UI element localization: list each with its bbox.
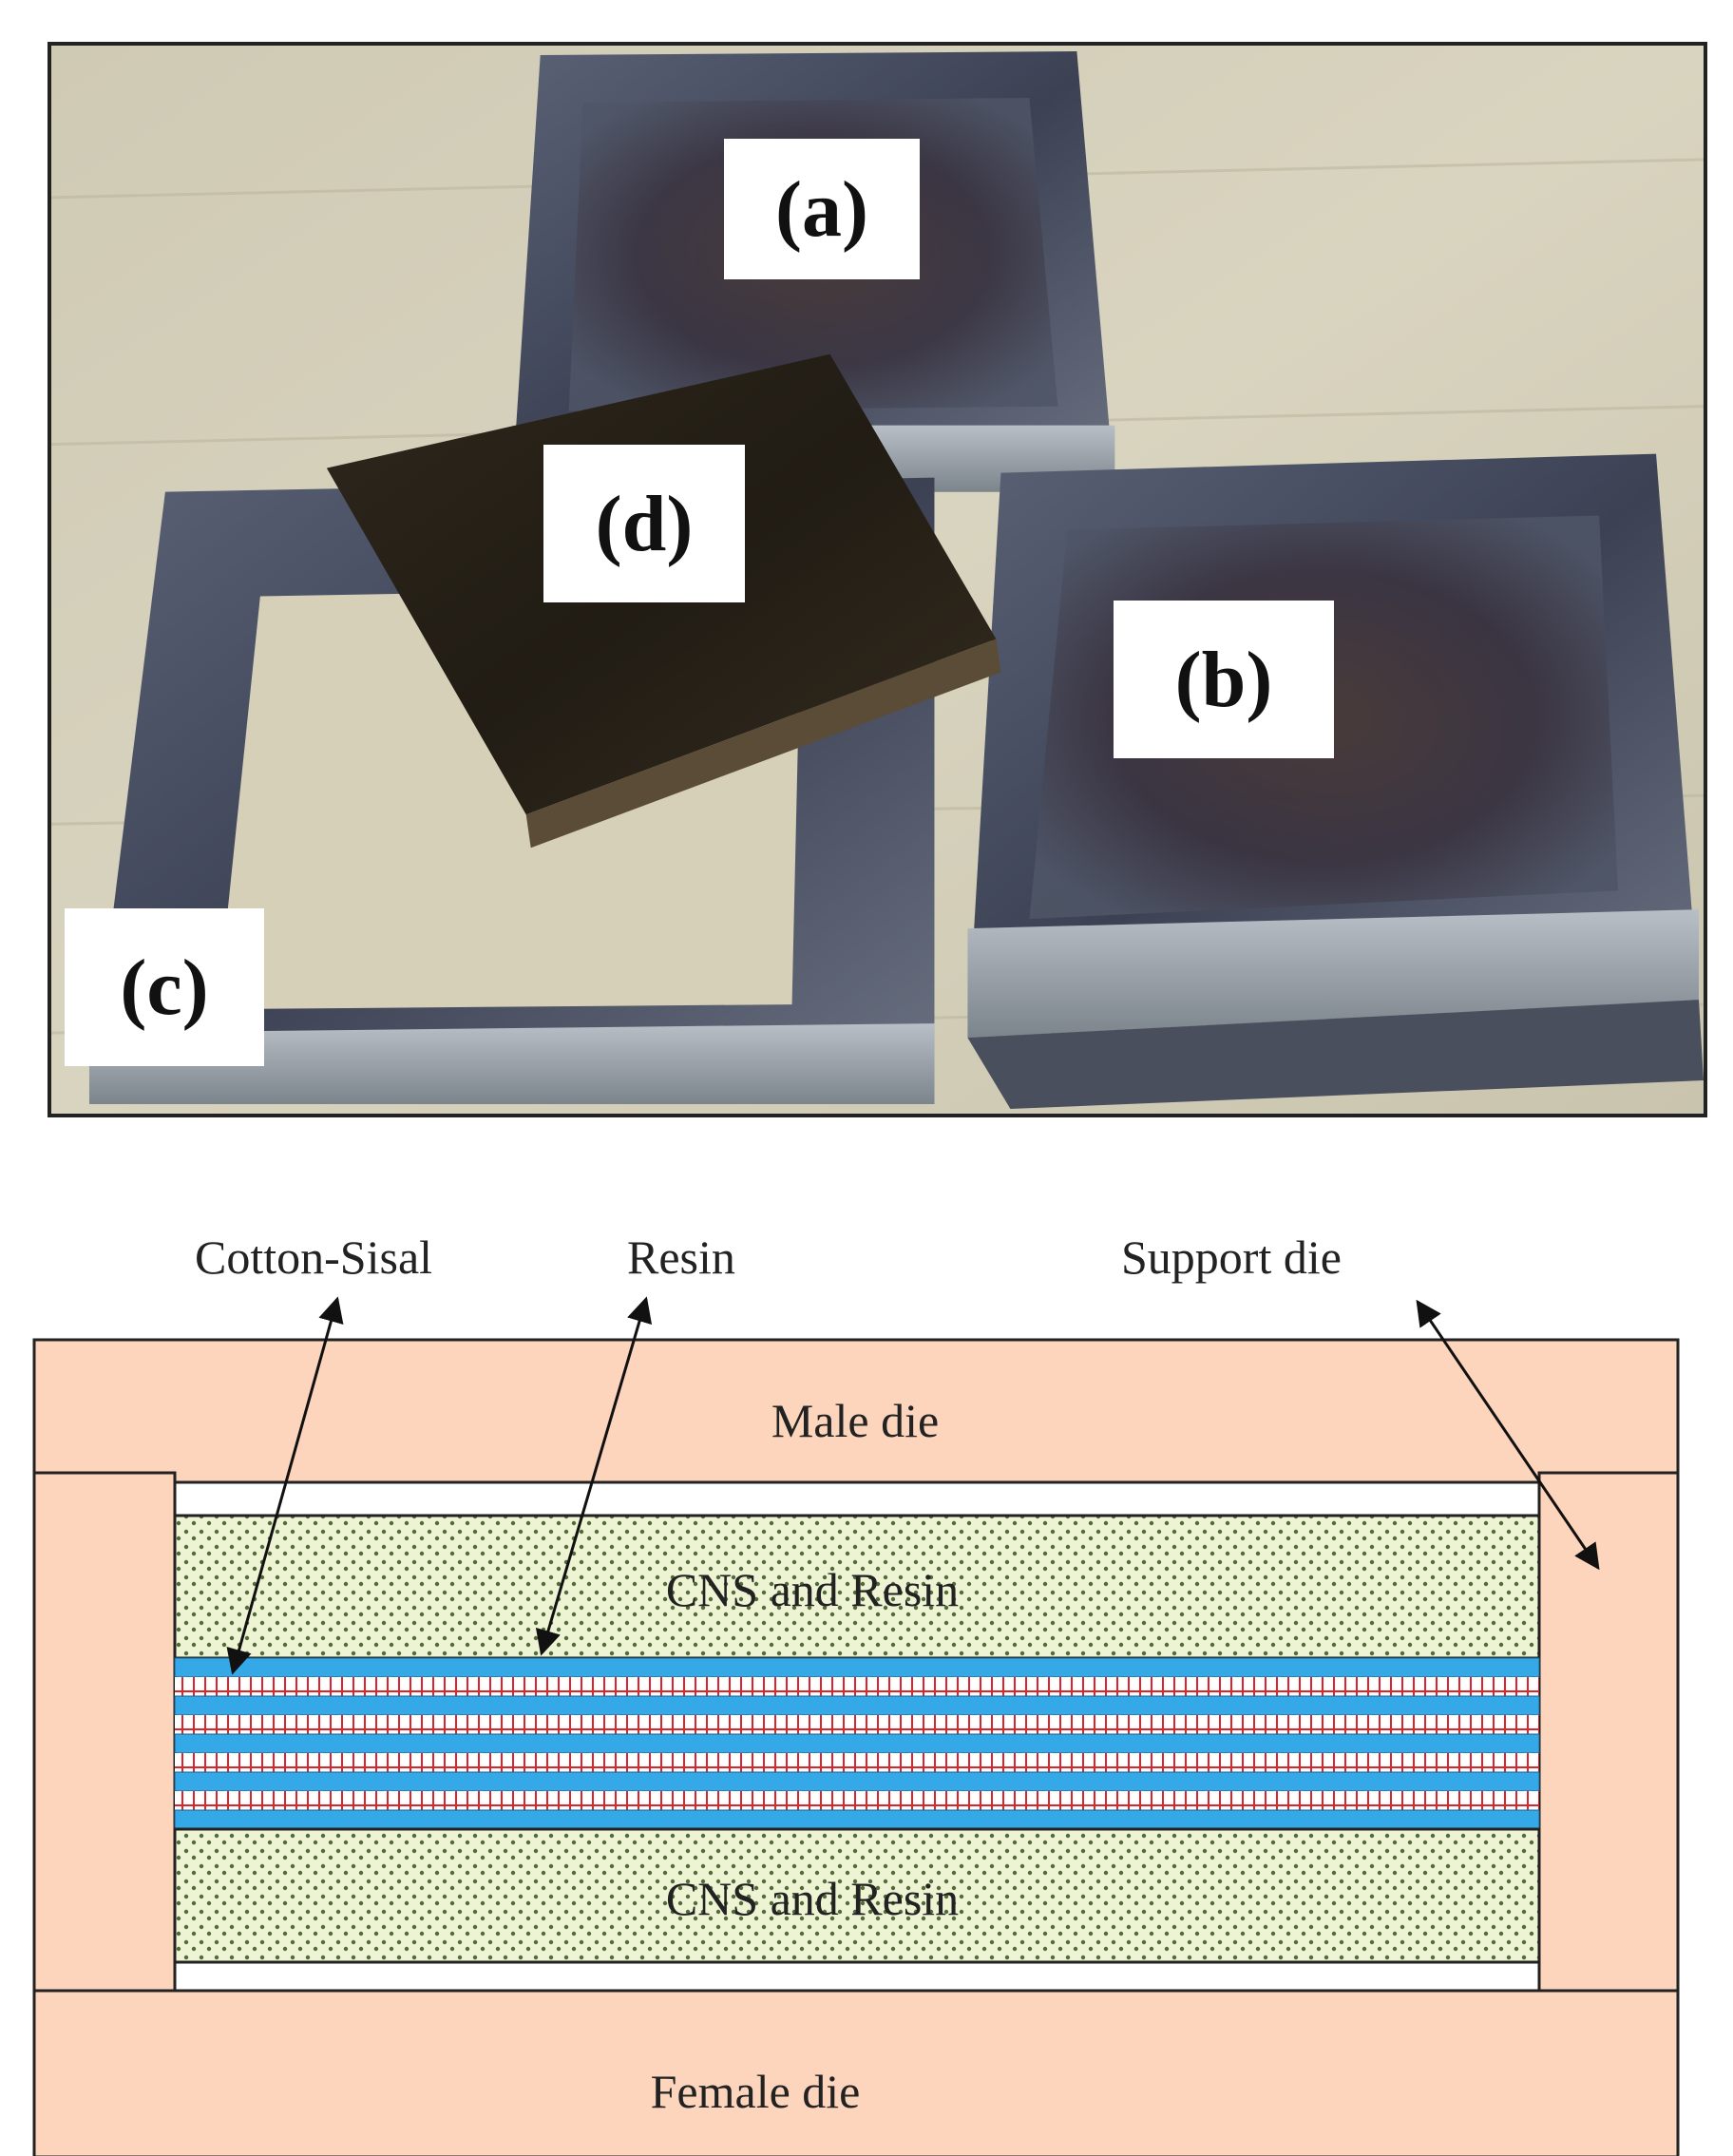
panel-label-d: (d) [543,445,745,602]
support-die-left [32,1471,177,1993]
support-die-arrow [1416,1299,1600,1571]
mold-photo: (a) (d) (b) (c) [48,42,1707,1117]
mold-schematic-svg: Male die Female die CNS and Resin CNS an… [32,1231,1680,2156]
resin-arrow [535,1296,653,1656]
support-die-label: Support die [1121,1231,1342,1284]
male-die-label: Male die [771,1394,939,1447]
cotton-sisal-label: Cotton-Sisal [195,1231,432,1284]
female-die-label: Female die [651,2065,861,2118]
cns-resin-bottom [173,1827,1541,1964]
female-die-photo [967,453,1704,1110]
panel-label-b: (b) [1114,601,1334,758]
laminate-stack [174,1657,1540,1830]
mold-photo-image [51,46,1704,1114]
female-die [32,1989,1680,2156]
cns-resin-bottom-label: CNS and Resin [666,1872,959,1925]
support-die-right [1537,1471,1680,1993]
panel-label-c: (c) [65,908,264,1066]
resin-label: Resin [627,1231,735,1284]
cns-resin-top [173,1514,1541,1660]
panel-label-a: (a) [724,139,920,279]
cotton-sisal-arrow [226,1296,344,1675]
cns-resin-top-label: CNS and Resin [666,1563,959,1616]
mold-schematic: Male die Female die CNS and Resin CNS an… [0,1178,1733,2156]
